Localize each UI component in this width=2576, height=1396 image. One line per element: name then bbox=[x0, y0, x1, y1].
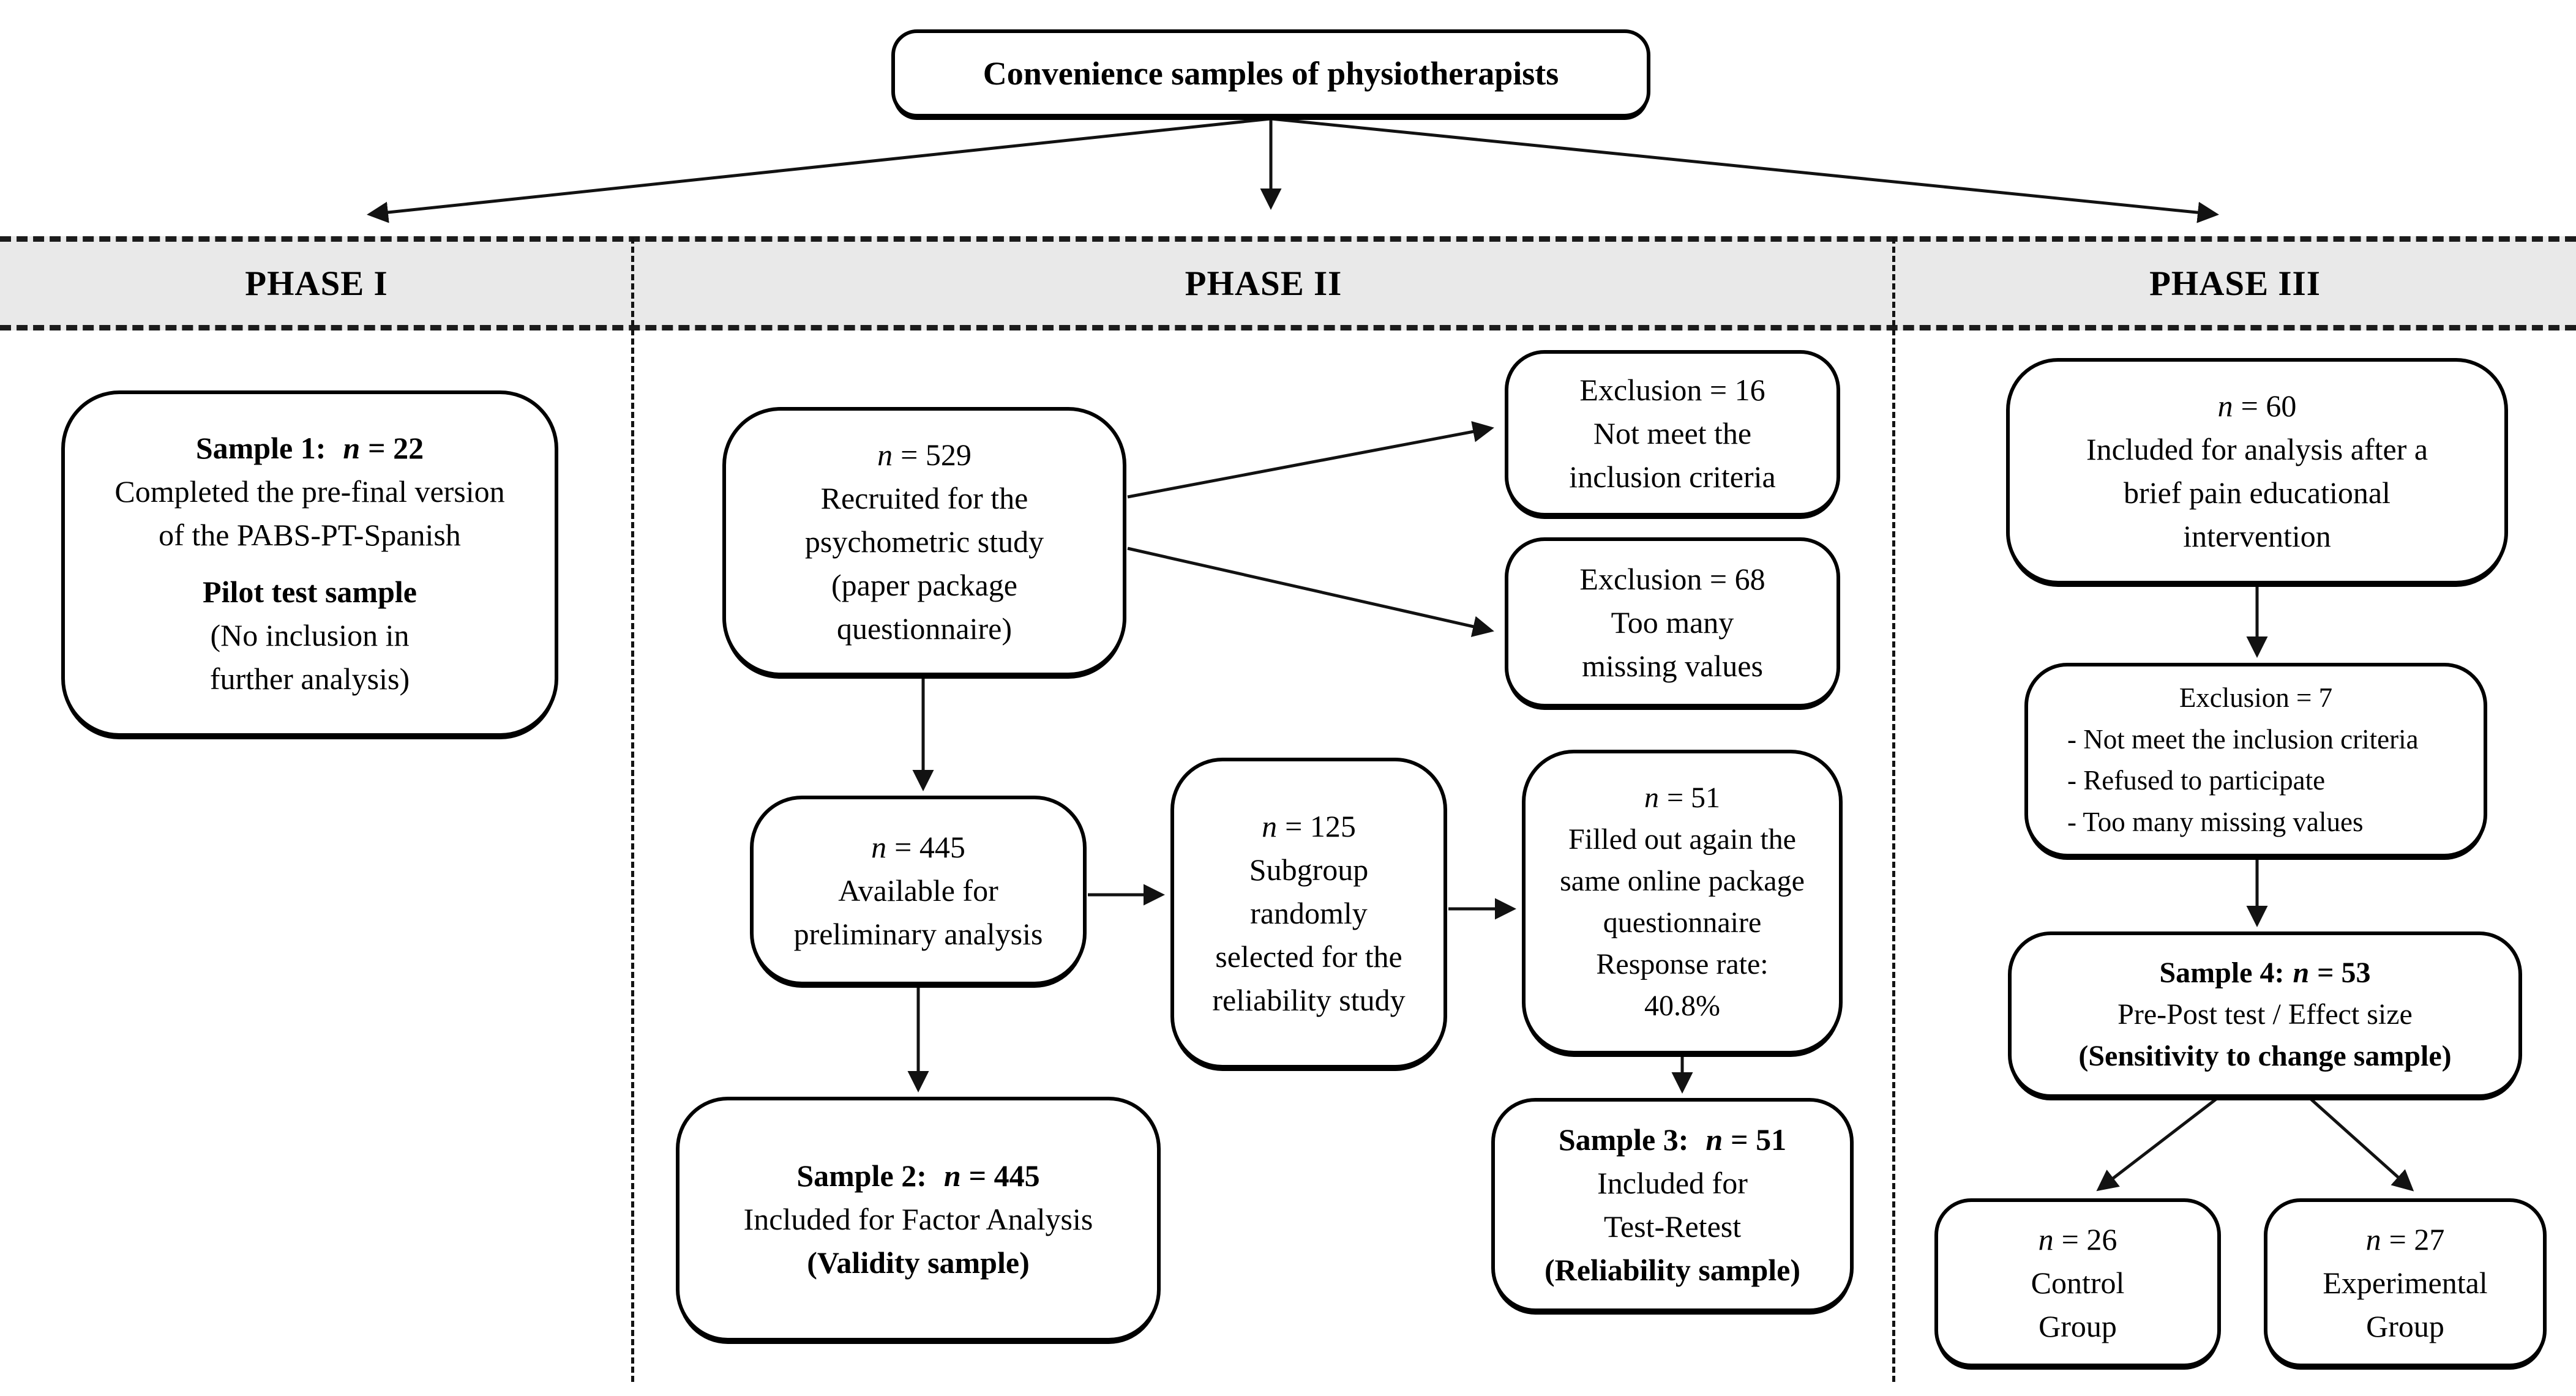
retest-fill-line: same online package bbox=[1560, 864, 1805, 897]
experimental-group-line: Group bbox=[2366, 1308, 2444, 1343]
phase-header-band: PHASE I PHASE II PHASE III bbox=[0, 236, 2576, 330]
exclusion-16-box: Exclusion = 16 Not meet the inclusion cr… bbox=[1505, 350, 1840, 517]
n60-box: n= 60 Included for analysis after a brie… bbox=[2006, 358, 2508, 584]
connector-top-to-phase3 bbox=[1270, 117, 2219, 223]
exclusion-68-line: Too many bbox=[1611, 605, 1734, 640]
sample-1-line: Completed the pre-final version bbox=[114, 474, 505, 509]
connector-top-to-phase1 bbox=[367, 117, 1271, 223]
retest-fill-line: questionnaire bbox=[1603, 906, 1762, 939]
n60-line: Included for analysis after a bbox=[2086, 432, 2428, 466]
sample-4-subheading: (Sensitivity to change sample) bbox=[2078, 1040, 2452, 1073]
sample-1-subheading: Pilot test sample bbox=[203, 575, 417, 609]
sample-2-line: Included for Factor Analysis bbox=[743, 1201, 1093, 1236]
subgroup-line: Subgroup bbox=[1249, 852, 1369, 887]
sample-3-box: Sample 3:n= 51 Included for Test-Retest … bbox=[1491, 1098, 1854, 1312]
sample-1-line: of the PABS-PT-Spanish bbox=[159, 518, 461, 552]
exclusion-7-heading: Exclusion = 7 bbox=[2179, 682, 2333, 713]
n60-n: n= 60 bbox=[2217, 389, 2297, 423]
retest-fill-line: Response rate: bbox=[1596, 948, 1769, 981]
top-box-text: Convenience samples of physiotherapists bbox=[983, 54, 1559, 92]
retest-fill-n: n= 51 bbox=[1644, 781, 1721, 814]
subgroup-n: n= 125 bbox=[1262, 808, 1356, 843]
exclusion-16-line: inclusion criteria bbox=[1569, 459, 1776, 494]
sample-1-line: (No inclusion in bbox=[210, 618, 410, 652]
control-group-line: Group bbox=[2039, 1308, 2117, 1343]
sample-2-box: Sample 2:n= 445 Included for Factor Anal… bbox=[676, 1097, 1161, 1342]
experimental-group-line: Experimental bbox=[2323, 1265, 2488, 1300]
sample-2-heading: Sample 2:n= 445 bbox=[796, 1158, 1040, 1193]
phase-2-label: PHASE II bbox=[1185, 264, 1342, 303]
phase-1-label: PHASE I bbox=[245, 264, 388, 303]
connector-sample4-to-experimental bbox=[2310, 1098, 2414, 1192]
subgroup-box: n= 125 Subgroup randomly selected for th… bbox=[1170, 758, 1447, 1069]
n60-line: intervention bbox=[2183, 519, 2331, 553]
sample-1-heading: Sample 1:n= 22 bbox=[195, 431, 424, 465]
sample-3-line: Included for bbox=[1597, 1166, 1748, 1200]
exclusion-7-item: - Too many missing values bbox=[2067, 806, 2364, 837]
sample-4-heading: Sample 4:n= 53 bbox=[2159, 956, 2371, 989]
control-group-line: Control bbox=[2031, 1265, 2125, 1300]
exclusion-7-items: - Not meet the inclusion criteria - Refu… bbox=[2043, 719, 2469, 843]
exclusion-7-box: Exclusion = 7 - Not meet the inclusion c… bbox=[2024, 663, 2487, 857]
exclusion-68-line: missing values bbox=[1582, 648, 1763, 683]
exclusion-16-line: Not meet the bbox=[1593, 416, 1752, 450]
experimental-group-n: n= 27 bbox=[2365, 1222, 2445, 1256]
available-box: n= 445 Available for preliminary analysi… bbox=[750, 796, 1087, 985]
recruited-line: (paper package bbox=[831, 567, 1017, 602]
exclusion-7-item: - Refused to participate bbox=[2067, 765, 2326, 796]
retest-fill-box: n= 51 Filled out again the same online p… bbox=[1522, 750, 1843, 1054]
available-line: Available for bbox=[838, 873, 998, 908]
experimental-group-box: n= 27 Experimental Group bbox=[2264, 1198, 2547, 1367]
sample-4-box: Sample 4:n= 53 Pre-Post test / Effect si… bbox=[2008, 931, 2522, 1098]
connector-sample4-to-control bbox=[2096, 1098, 2217, 1192]
control-group-box: n= 26 Control Group bbox=[1934, 1198, 2221, 1367]
available-line: preliminary analysis bbox=[793, 916, 1043, 951]
divider-phase2-phase3 bbox=[1892, 237, 1895, 1382]
n60-line: brief pain educational bbox=[2124, 476, 2391, 510]
recruited-n: n= 529 bbox=[877, 437, 972, 472]
connector-recruited-to-exclusion68 bbox=[1127, 547, 1494, 637]
retest-fill-line: 40.8% bbox=[1644, 990, 1720, 1023]
sample-2-subheading: (Validity sample) bbox=[807, 1245, 1030, 1280]
recruited-line: psychometric study bbox=[804, 524, 1044, 559]
exclusion-68-box: Exclusion = 68 Too many missing values bbox=[1505, 537, 1840, 707]
sample-3-subheading: (Reliability sample) bbox=[1544, 1253, 1801, 1287]
retest-fill-line: Filled out again the bbox=[1568, 823, 1796, 856]
sample-3-line: Test-Retest bbox=[1603, 1209, 1742, 1244]
recruited-box: n= 529 Recruited for the psychometric st… bbox=[722, 407, 1126, 676]
divider-phase1-phase2 bbox=[631, 237, 634, 1382]
connector-recruited-to-exclusion16 bbox=[1127, 421, 1494, 499]
subgroup-line: reliability study bbox=[1212, 982, 1406, 1017]
top-box: Convenience samples of physiotherapists bbox=[891, 29, 1650, 118]
subgroup-line: selected for the bbox=[1215, 939, 1402, 974]
exclusion-68-line: Exclusion = 68 bbox=[1579, 561, 1765, 596]
sample-4-line: Pre-Post test / Effect size bbox=[2117, 998, 2413, 1031]
exclusion-16-line: Exclusion = 16 bbox=[1579, 372, 1765, 407]
exclusion-7-item: - Not meet the inclusion criteria bbox=[2067, 723, 2419, 755]
sample-3-heading: Sample 3:n= 51 bbox=[1558, 1122, 1787, 1157]
control-group-n: n= 26 bbox=[2038, 1222, 2117, 1256]
subgroup-line: randomly bbox=[1250, 895, 1368, 930]
phase-3-label: PHASE III bbox=[2149, 264, 2321, 303]
available-n: n= 445 bbox=[871, 829, 965, 864]
recruited-line: Recruited for the bbox=[820, 480, 1028, 515]
recruited-line: questionnaire) bbox=[836, 611, 1012, 646]
sample-1-line: further analysis) bbox=[209, 662, 410, 696]
sample-1-box: Sample 1:n= 22 Completed the pre-final v… bbox=[61, 390, 558, 737]
